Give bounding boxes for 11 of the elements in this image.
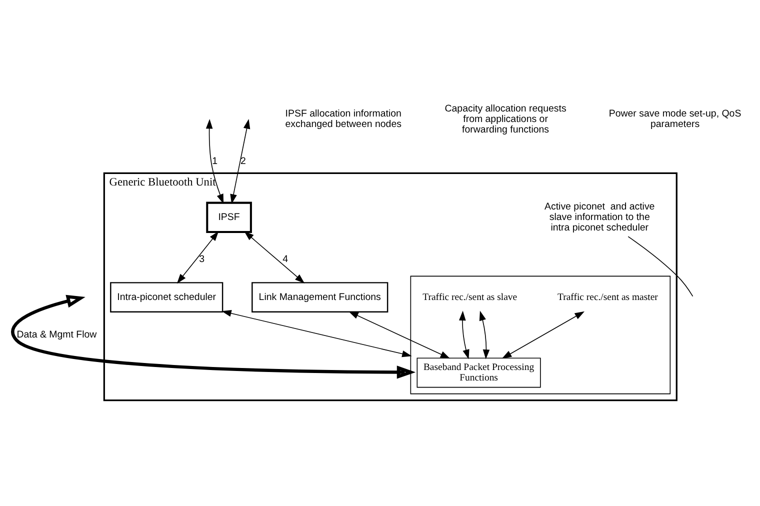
edge-label: Data & Mgmt Flow [16,329,97,340]
edge-label: 1 [212,155,218,166]
node-text: Traffic rec./sent as slave [422,291,518,302]
edge-label: 3 [199,254,205,265]
edge-label: 2 [240,155,246,166]
node-text: Traffic rec./sent as master [558,291,658,302]
label: Capacity allocation requests from applications or forwarding functions [444,102,566,135]
label: Power save mode set-up, QoS parameters [608,108,742,130]
label: IPSF allocation information exchanged between nodes [285,108,402,130]
node-text: Active piconet and active slave information to the intra piconet scheduler [544,200,655,233]
edge-label: 4 [282,254,288,265]
